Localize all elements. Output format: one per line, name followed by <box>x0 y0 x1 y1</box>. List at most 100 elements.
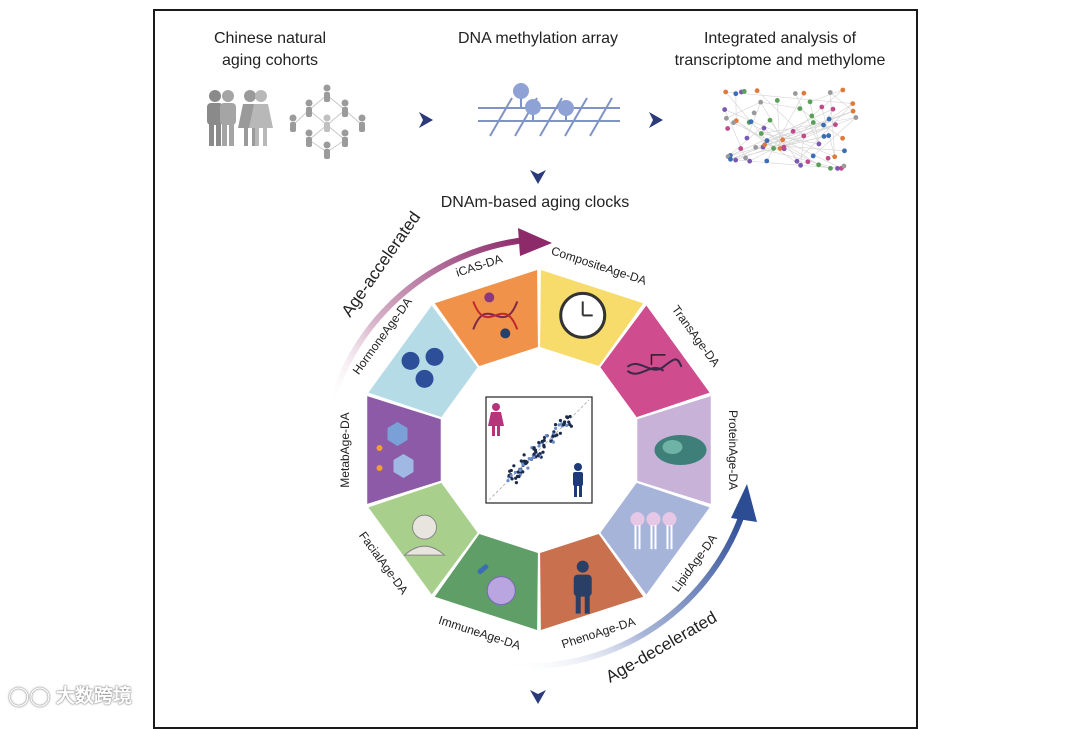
network-node <box>798 163 803 168</box>
network-node <box>801 91 806 96</box>
scatter-point <box>537 444 540 447</box>
network-node <box>775 98 780 103</box>
network-node <box>780 137 785 142</box>
scatter-point <box>514 477 517 480</box>
network-node <box>733 158 738 163</box>
watermark: ◯◯ 大数跨境 <box>8 681 132 708</box>
network-node <box>723 90 728 95</box>
network-node <box>781 145 786 150</box>
scatter-point <box>528 457 531 460</box>
network-node <box>752 111 757 116</box>
network-node <box>850 101 855 106</box>
network-node <box>805 159 810 164</box>
scatter-point <box>515 481 518 484</box>
network-node <box>742 89 747 94</box>
scatter-point <box>532 447 535 450</box>
watermark-logo-icon: ◯◯ <box>8 686 51 707</box>
network-node <box>724 116 729 121</box>
network-node <box>768 118 773 123</box>
network-node <box>853 115 858 120</box>
scatter-point <box>536 454 539 457</box>
network-node <box>801 134 806 139</box>
network-node <box>833 122 838 127</box>
network-node <box>819 105 824 110</box>
scatter-point <box>565 415 568 418</box>
scatter-point <box>532 456 535 459</box>
network-edge <box>801 136 804 165</box>
network-edge <box>810 90 843 102</box>
scatter-point <box>554 427 557 430</box>
segment-icon <box>655 435 707 465</box>
network-node <box>728 157 733 162</box>
network-node <box>743 156 748 161</box>
scatter-point <box>512 464 515 467</box>
scatter-point <box>510 469 513 472</box>
scatter-point <box>557 423 560 426</box>
network-node <box>765 138 770 143</box>
scatter-point <box>552 441 555 444</box>
scatter-point <box>537 441 540 444</box>
scatter-point <box>565 424 568 427</box>
network-node <box>808 99 813 104</box>
network-node <box>745 136 750 141</box>
wheel-segment-label: ProteinAge-DA <box>726 410 740 490</box>
scatter-point <box>510 474 513 477</box>
methylation-array-icon <box>478 83 620 136</box>
network-node <box>822 134 827 139</box>
network-node <box>725 126 730 131</box>
network-node <box>832 154 837 159</box>
scatter-point <box>567 421 570 424</box>
network-node <box>747 159 752 164</box>
scatter-point <box>517 475 520 478</box>
scatter-point <box>559 432 562 435</box>
network-edge <box>795 94 819 144</box>
network-node <box>795 159 800 164</box>
network-node <box>753 145 758 150</box>
scatter-point <box>525 460 528 463</box>
scatter-point <box>545 434 548 437</box>
network-edge <box>761 134 819 144</box>
scatter-point <box>551 435 554 438</box>
network-node <box>817 142 822 147</box>
network-node <box>826 156 831 161</box>
network-node <box>842 164 847 169</box>
network-node <box>791 129 796 134</box>
network-node <box>816 162 821 167</box>
network-edge <box>761 102 800 108</box>
gene-network-icon <box>722 88 858 171</box>
network-node <box>851 109 856 114</box>
network-node <box>762 126 767 131</box>
scatter-point <box>554 423 557 426</box>
scatter-point <box>521 463 524 466</box>
network-node <box>758 100 763 105</box>
cohort-network-icon <box>290 85 366 160</box>
network-node <box>828 90 833 95</box>
scatter-point <box>568 415 571 418</box>
network-node <box>771 146 776 151</box>
scatter-point <box>541 451 544 454</box>
scatter-point <box>534 450 537 453</box>
people-group-icon <box>207 90 273 146</box>
network-node <box>733 91 738 96</box>
network-node <box>827 117 832 122</box>
network-node <box>809 114 814 119</box>
network-node <box>840 88 845 93</box>
scatter-point <box>541 440 544 443</box>
network-node <box>731 120 736 125</box>
network-node <box>762 142 767 147</box>
wheel-segment-label: MetabAge-DA <box>338 412 352 487</box>
network-node <box>835 166 840 171</box>
network-node <box>749 119 754 124</box>
network-node <box>793 91 798 96</box>
scatter-point <box>520 459 523 462</box>
network-node <box>840 136 845 141</box>
network-node <box>759 131 764 136</box>
network-node <box>722 107 727 112</box>
scatter-point <box>526 466 529 469</box>
scatter-point <box>542 444 545 447</box>
network-node <box>826 133 831 138</box>
network-node <box>764 159 769 164</box>
segment-icon <box>561 293 605 337</box>
scatter-point <box>523 453 526 456</box>
